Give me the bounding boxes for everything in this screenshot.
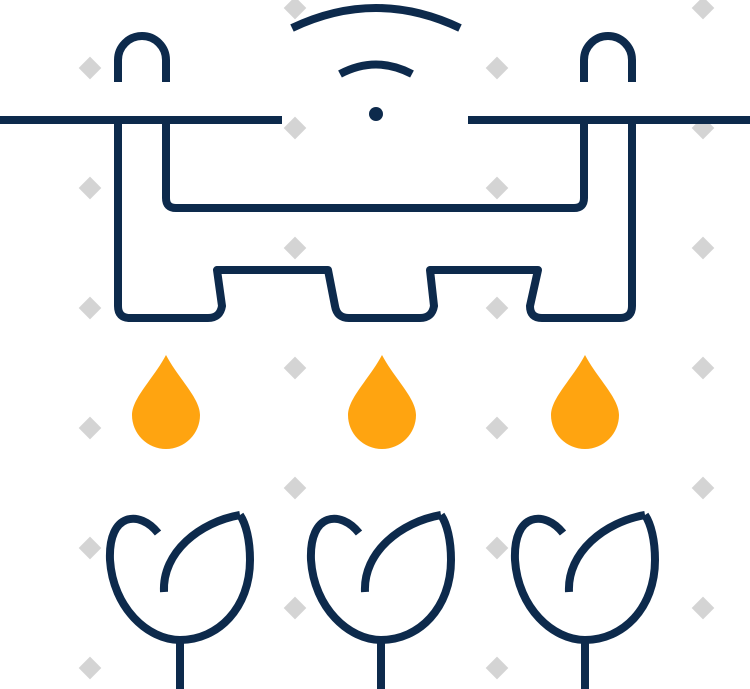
sprout-left-leaf [306,514,382,644]
wifi-dot [369,107,383,121]
sprout-icon [105,511,255,689]
watermark-diamond [283,596,307,620]
watermark-diamond [283,356,307,380]
watermark-diamond [78,56,102,80]
wifi-signal-icon [290,4,462,121]
droplets-row [132,355,619,450]
watermark-diamond [691,596,715,620]
sprout-icon [510,511,660,689]
drone-body [114,120,636,322]
watermark-diamond [485,536,509,560]
sprout-icon [306,511,456,689]
watermark-diamond [283,236,307,260]
watermark-diamond [78,416,102,440]
sprout-right-leaf [380,512,456,644]
watermark-diamond [691,476,715,500]
wifi-inner-arc [338,60,414,78]
sprout-left-leaf [105,514,181,644]
water-droplet-icon [348,355,416,449]
watermark-diamond [78,656,102,680]
watermark-diamond [78,176,102,200]
watermark-diamond [485,296,509,320]
watermark-diamond [283,116,307,140]
sprout-inner-leaf [360,511,442,593]
water-droplet-icon [132,355,200,450]
rotor-post-right [580,32,636,82]
sprout-right-leaf [179,512,255,644]
drone-icon [0,4,750,322]
wifi-outer-arc [290,4,462,32]
watermark-diamond [485,416,509,440]
watermark-pattern [78,0,715,680]
plants-row [105,511,660,689]
watermark-diamond [78,296,102,320]
watermark-diamond [485,176,509,200]
watermark-diamond [283,476,307,500]
watermark-diamond [283,0,307,20]
rotor-post-left [114,32,170,82]
sprout-inner-leaf [159,511,241,593]
water-droplet-icon [551,355,619,449]
watermark-diamond [691,236,715,260]
watermark-diamond [78,536,102,560]
watermark-diamond [691,356,715,380]
watermark-diamond [485,656,509,680]
sprout-left-leaf [510,514,586,644]
sprout-right-leaf [584,512,660,644]
sprout-inner-leaf [564,511,646,593]
drone-cavity [162,120,588,212]
watermark-diamond [485,56,509,80]
watermark-diamond [691,0,715,20]
